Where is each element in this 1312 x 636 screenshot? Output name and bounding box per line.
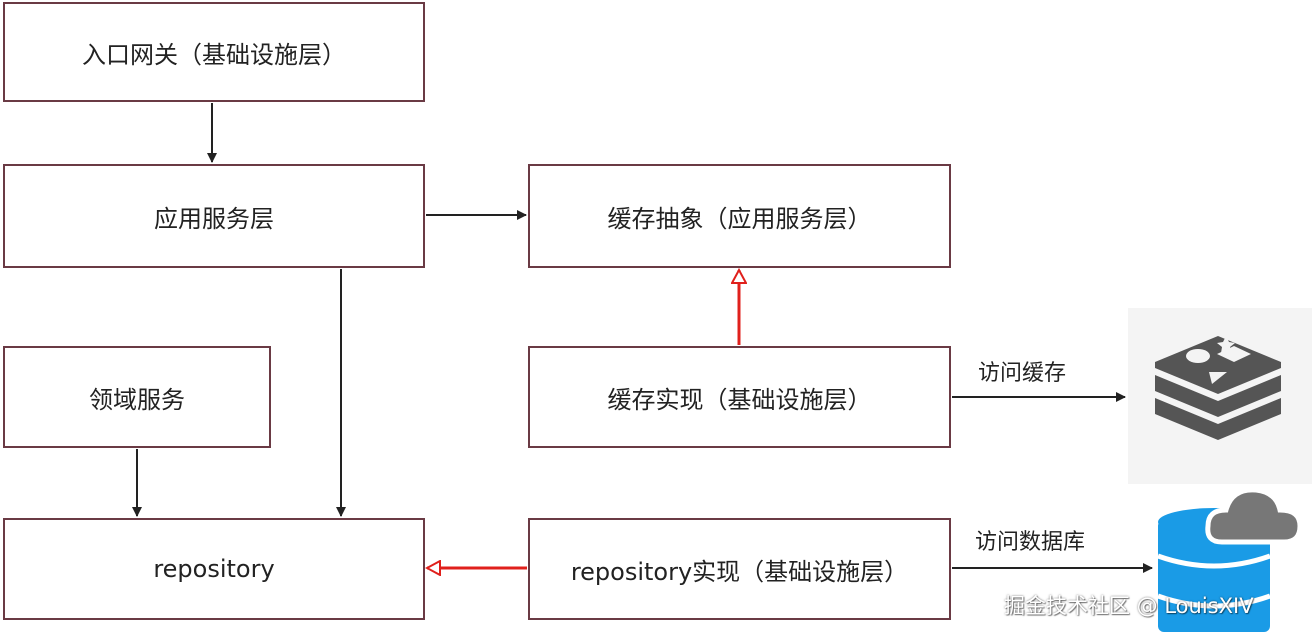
cloud-database-icon — [1157, 487, 1303, 632]
cache-impl-label: 缓存实现（基础设施层） — [607, 385, 872, 414]
cache-impl-box: 缓存实现（基础设施层） — [528, 346, 951, 448]
domain-service-label: 领域服务 — [89, 385, 185, 414]
repository-label: repository — [153, 555, 275, 583]
repository-impl-label: repository实现（基础设施层） — [570, 557, 909, 586]
access-db-label: 访问数据库 — [975, 530, 1086, 555]
cache-abstraction-label: 缓存抽象（应用服务层） — [607, 204, 872, 233]
repository-impl-box: repository实现（基础设施层） — [528, 518, 951, 620]
app-service-box: 应用服务层 — [3, 164, 425, 268]
domain-service-box: 领域服务 — [3, 346, 271, 448]
watermark: 掘金技术社区 @ LouisXIV — [1004, 594, 1254, 618]
repository-box: repository — [3, 518, 425, 620]
access-cache-label: 访问缓存 — [978, 361, 1067, 386]
cache-abstraction-box: 缓存抽象（应用服务层） — [528, 164, 951, 268]
gateway-label: 入口网关（基础设施层） — [82, 40, 346, 69]
app-service-label: 应用服务层 — [154, 204, 274, 233]
redis-icon — [1155, 336, 1281, 440]
gateway-box: 入口网关（基础设施层） — [3, 2, 425, 102]
